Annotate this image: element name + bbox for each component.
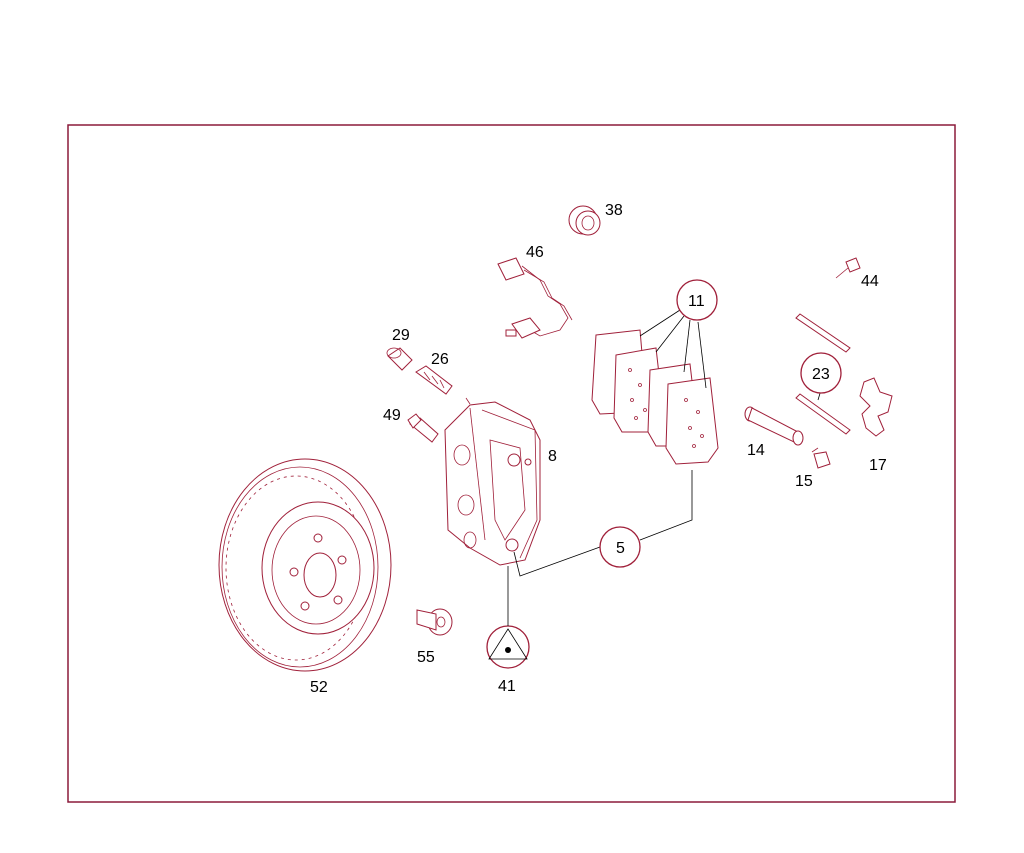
part-label-26[interactable]: 26: [431, 351, 449, 368]
diagram-frame: [67, 124, 956, 803]
caliper-bolt[interactable]: [407, 413, 439, 443]
spread-spring[interactable]: [859, 377, 893, 437]
brake-pads[interactable]: [591, 329, 719, 465]
part-label-46[interactable]: 46: [526, 244, 544, 261]
guide-pin[interactable]: [744, 406, 804, 446]
brake-disc[interactable]: [218, 458, 392, 672]
callout-circle-23: [800, 352, 842, 394]
callout-circle-5: [599, 526, 641, 568]
part-label-29[interactable]: 29: [392, 327, 410, 344]
bleeder-cap[interactable]: [386, 347, 413, 371]
wear-sensor[interactable]: [497, 257, 573, 339]
part-label-8[interactable]: 8: [548, 448, 557, 465]
part-label-52[interactable]: 52: [310, 679, 328, 696]
part-label-17[interactable]: 17: [869, 457, 887, 474]
guide-bolt[interactable]: [811, 447, 831, 469]
brake-caliper[interactable]: [444, 397, 541, 566]
callout-circle-11: [676, 279, 718, 321]
part-label-38[interactable]: 38: [605, 202, 623, 219]
sleeve[interactable]: [568, 205, 601, 236]
part-label-23[interactable]: 23: [812, 366, 830, 383]
part-label-44[interactable]: 44: [861, 273, 879, 290]
part-label-49[interactable]: 49: [383, 407, 401, 424]
retaining-pins[interactable]: [795, 313, 851, 435]
part-label-11[interactable]: 11: [688, 293, 705, 310]
part-label-14[interactable]: 14: [747, 442, 765, 459]
reference-triangle-symbol: [486, 625, 530, 669]
part-label-41[interactable]: 41: [498, 678, 516, 695]
part-label-15[interactable]: 15: [795, 473, 813, 490]
bleeder-screw[interactable]: [415, 365, 453, 395]
leader-lines: [507, 309, 822, 626]
disc-screw[interactable]: [416, 608, 453, 636]
part-label-55[interactable]: 55: [417, 649, 435, 666]
small-bolt[interactable]: [835, 257, 861, 279]
part-label-5[interactable]: 5: [616, 540, 625, 557]
